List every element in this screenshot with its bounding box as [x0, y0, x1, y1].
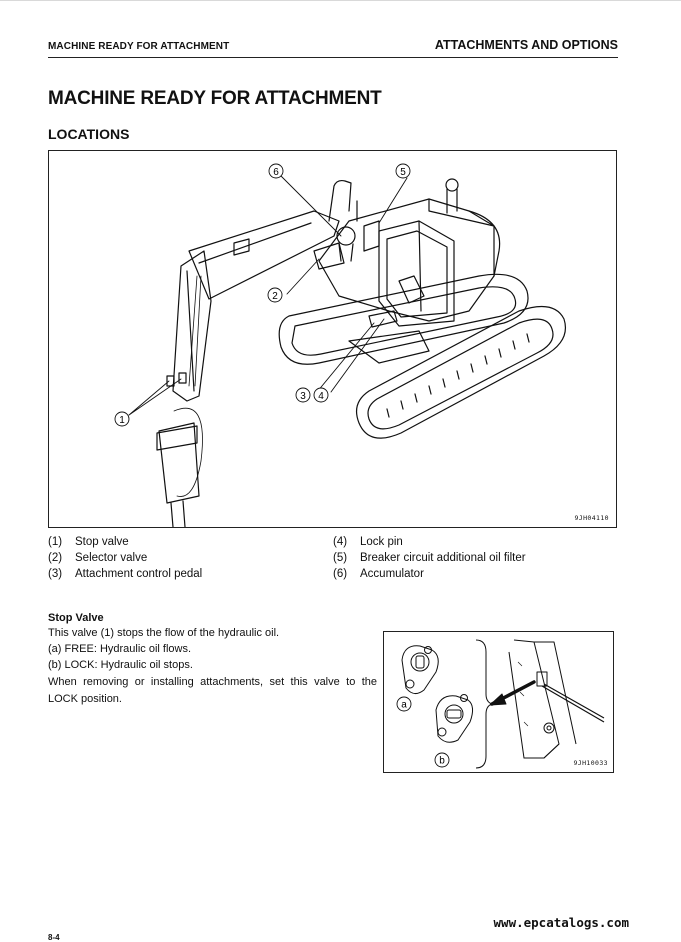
callout-5: 5 — [395, 163, 411, 179]
legend-num: (6) — [333, 568, 348, 580]
callout-1: 1 — [114, 411, 130, 427]
label-b: b — [434, 752, 450, 768]
legend-label: Breaker circuit additional oil filter — [360, 552, 526, 564]
legend-item-4: (4) Lock pin — [333, 536, 403, 548]
excavator-figure: 6 5 2 3 4 1 9JH04110 — [48, 150, 617, 528]
legend-label: Selector valve — [75, 552, 148, 564]
header-left-title: MACHINE READY FOR ATTACHMENT — [48, 41, 230, 52]
stop-valve-line-3: (b) LOCK: Hydraulic oil stops. — [48, 659, 193, 671]
page-title: MACHINE READY FOR ATTACHMENT — [48, 88, 382, 109]
legend-label: Accumulator — [360, 568, 424, 580]
footer-url[interactable]: www.epcatalogs.com — [493, 915, 629, 930]
callout-3-number: 3 — [300, 391, 306, 402]
callout-2: 2 — [267, 287, 283, 303]
label-a-text: a — [401, 700, 407, 711]
callout-2-number: 2 — [272, 291, 278, 302]
page-number: 8-4 — [48, 933, 60, 942]
callout-6: 6 — [268, 163, 284, 179]
callout-5-number: 5 — [400, 167, 406, 178]
legend-num: (2) — [48, 552, 63, 564]
stop-valve-illustration — [401, 639, 605, 769]
header-rule — [48, 57, 618, 58]
legend-label: Stop valve — [75, 536, 129, 548]
legend-num: (1) — [48, 536, 63, 548]
header-right-title: ATTACHMENTS AND OPTIONS — [434, 38, 618, 52]
stop-valve-instruction: When removing or installing attachments,… — [48, 676, 377, 705]
stop-valve-heading: Stop Valve — [48, 612, 104, 624]
section-title: LOCATIONS — [48, 126, 130, 142]
legend-label: Attachment control pedal — [75, 568, 203, 580]
top-border-line — [0, 0, 681, 1]
figure2-code: 9JH10033 — [573, 759, 608, 767]
figure2-labels: a b — [396, 696, 450, 768]
legend-item-5: (5) Breaker circuit additional oil filter — [333, 552, 526, 564]
legend-item-2: (2) Selector valve — [48, 552, 147, 564]
stop-valve-line-1: This valve (1) stops the flow of the hyd… — [48, 627, 280, 639]
legend-item-3: (3) Attachment control pedal — [48, 568, 202, 580]
callout-1-number: 1 — [119, 415, 125, 426]
callout-6-number: 6 — [273, 167, 279, 178]
callout-4: 4 — [313, 387, 329, 403]
callout-layer: 6 5 2 3 4 1 — [114, 163, 411, 427]
legend-item-6: (6) Accumulator — [333, 568, 424, 580]
callout-4-number: 4 — [318, 391, 324, 402]
legend-label: Lock pin — [360, 536, 403, 548]
figure1-code: 9JH04110 — [574, 514, 609, 522]
legend-item-1: (1) Stop valve — [48, 536, 129, 548]
callout-3: 3 — [295, 387, 311, 403]
stop-valve-figure: a b 9JH10033 — [383, 631, 614, 773]
legend-num: (3) — [48, 568, 63, 580]
excavator-illustration — [128, 175, 566, 528]
label-b-text: b — [439, 756, 445, 767]
legend-num: (4) — [333, 536, 348, 548]
label-a: a — [396, 696, 412, 712]
legend-num: (5) — [333, 552, 348, 564]
stop-valve-line-2: (a) FREE: Hydraulic oil flows. — [48, 643, 192, 655]
